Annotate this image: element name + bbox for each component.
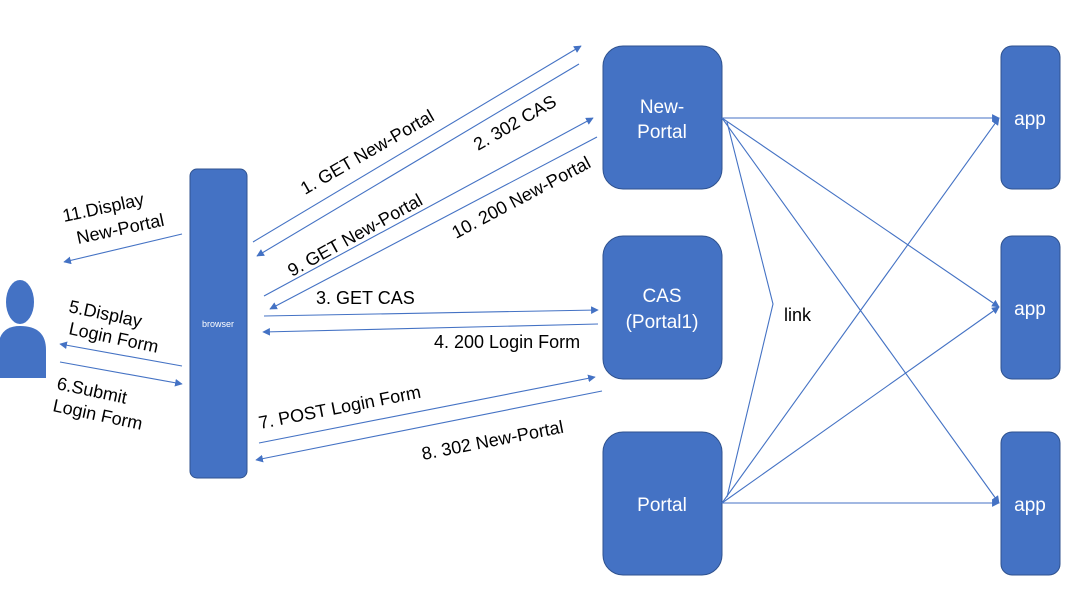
portal-label: Portal — [637, 495, 687, 516]
new-portal-label-line1: New- — [640, 97, 684, 118]
edge-200-login-form — [262, 323, 599, 336]
edge-get-new-portal — [252, 45, 582, 243]
label-link: link — [784, 305, 812, 325]
app-node-3: app — [1000, 431, 1061, 576]
app-label-1: app — [1014, 109, 1046, 130]
label-302-new-portal: 8. 302 New-Portal — [420, 417, 565, 464]
label-get-new-portal: 1. GET New-Portal — [297, 106, 438, 199]
browser-label: browser — [202, 319, 234, 329]
edge-post-login-form — [258, 374, 596, 444]
label-302-cas: 2. 302 CAS — [470, 91, 560, 154]
edge-get-cas — [263, 306, 599, 317]
user-icon — [0, 280, 46, 378]
browser-node: browser — [189, 168, 248, 479]
edge-portal-app-1 — [721, 117, 1000, 504]
app-node-2: app — [1000, 235, 1061, 380]
edge-200-new-portal — [269, 136, 598, 310]
edge-display-login-form — [59, 341, 183, 367]
cas-label-line1: CAS — [642, 286, 681, 307]
app-node-1: app — [1000, 45, 1061, 190]
label-200-new-portal: 10. 200 New-Portal — [448, 153, 593, 243]
edge-new-portal-app-2 — [721, 117, 1000, 308]
edge-display-new-portal — [63, 233, 183, 265]
edge-portal-app-2 — [721, 306, 1000, 504]
edge-302-new-portal — [255, 390, 603, 463]
link-brace — [726, 121, 774, 498]
label-get-new-portal-9: 9. GET New-Portal — [284, 190, 426, 281]
label-200-login-form: 4. 200 Login Form — [434, 332, 580, 352]
app-label-3: app — [1014, 495, 1046, 516]
edge-get-new-portal-9 — [263, 117, 594, 297]
cas-node: CAS (Portal1) — [602, 235, 723, 380]
portal-node: Portal — [602, 431, 723, 576]
edge-302-cas — [256, 63, 580, 257]
edge-submit-login-form — [59, 361, 183, 387]
app-label-2: app — [1014, 299, 1046, 320]
label-get-cas: 3. GET CAS — [316, 288, 415, 308]
new-portal-node: New- Portal — [602, 45, 723, 190]
cas-label-line2: (Portal1) — [626, 312, 699, 333]
new-portal-label-line2: Portal — [637, 122, 687, 143]
label-post-login-form: 7. POST Login Form — [257, 382, 423, 433]
